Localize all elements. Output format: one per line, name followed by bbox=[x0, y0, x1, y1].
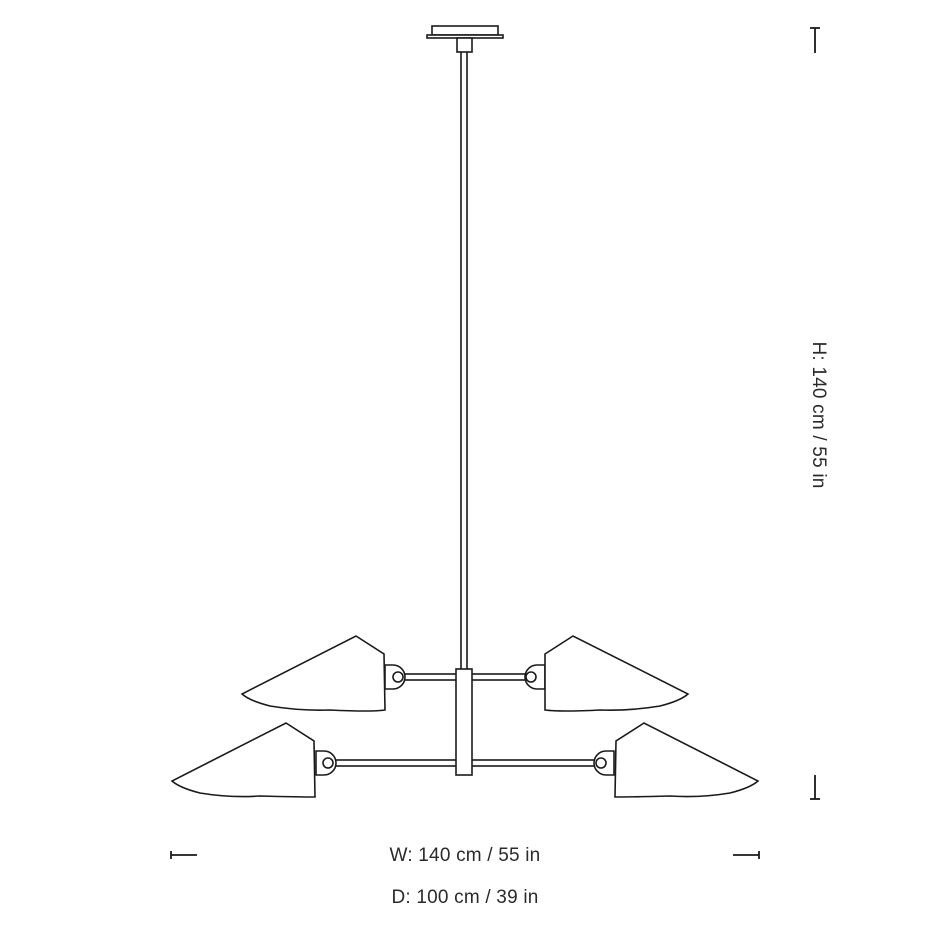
suspension-rod bbox=[460, 52, 468, 670]
upper-arm bbox=[402, 673, 544, 681]
shade-lower-left bbox=[170, 722, 337, 798]
width-dimension-label: W: 140 cm / 55 in bbox=[389, 845, 541, 866]
height-marker-bottom bbox=[810, 775, 820, 800]
shade-lower-right bbox=[593, 722, 760, 798]
depth-dimension-label: D: 100 cm / 39 in bbox=[391, 887, 539, 908]
width-marker-right bbox=[733, 851, 760, 859]
height-dimension-label: H: 140 cm / 55 in bbox=[808, 341, 829, 489]
ceiling-canopy bbox=[426, 25, 504, 53]
center-hub bbox=[455, 668, 473, 776]
shade-upper-left bbox=[240, 635, 406, 712]
width-marker-left bbox=[170, 851, 197, 859]
height-marker-top bbox=[810, 27, 820, 53]
shade-upper-right bbox=[524, 635, 690, 712]
